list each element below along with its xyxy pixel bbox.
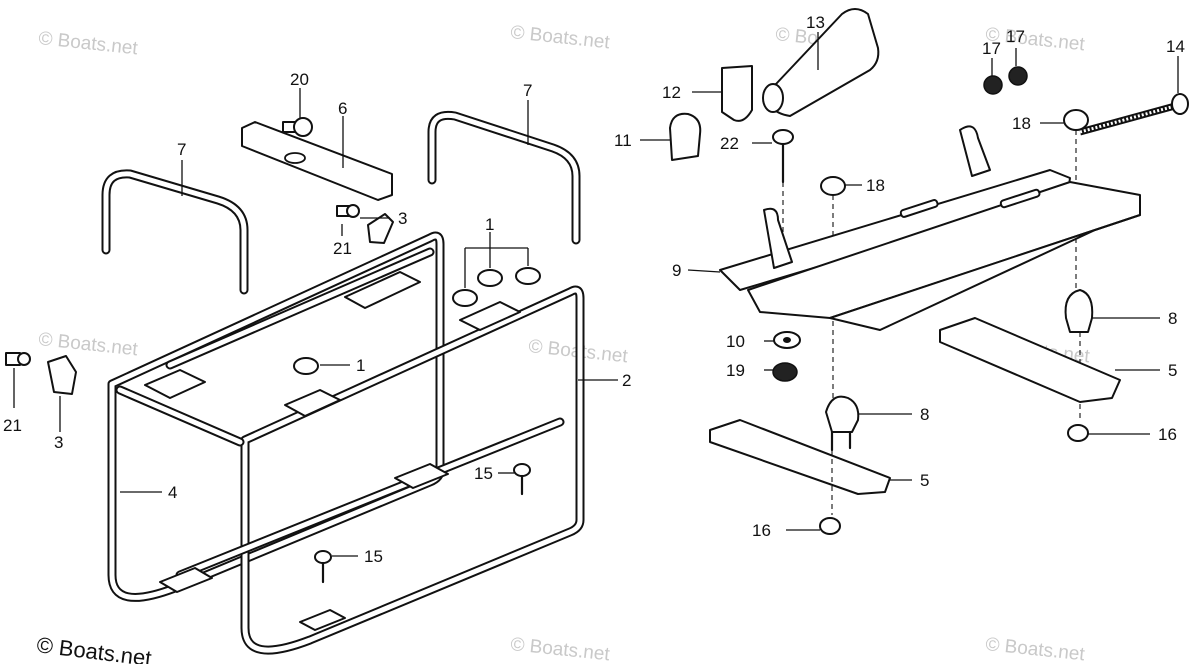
watermark: © Boats.net: [509, 22, 611, 53]
callout-3-left: 3: [54, 433, 63, 452]
callout-8-lower: 8: [920, 405, 929, 424]
callout-14: 14: [1166, 37, 1185, 56]
callout-15-upper: 15: [474, 464, 493, 483]
bolt-20: [282, 117, 313, 137]
watermark-copyright: © Boats.net: [35, 632, 152, 664]
callout-17-left: 17: [982, 39, 1001, 58]
callout-12: 12: [662, 83, 681, 102]
grommets-1: [293, 267, 541, 375]
callout-5-upper: 5: [1168, 361, 1177, 380]
callout-10: 10: [726, 332, 745, 351]
handle-7-left: [101, 169, 249, 295]
callout-18-upper: 18: [1012, 114, 1031, 133]
mount-8-upper: [1064, 289, 1094, 333]
bolt-21-left: [5, 352, 31, 366]
nuts-17: [983, 66, 1028, 95]
frame-crossbars: [115, 247, 565, 631]
callout-21-upper: 21: [333, 239, 352, 258]
callout-13: 13: [806, 13, 825, 32]
bolt-22: [772, 129, 794, 184]
callout-11: 11: [614, 131, 632, 150]
bolt-21-upper: [336, 204, 360, 218]
callout-2: 2: [622, 371, 631, 390]
callout-22: 22: [720, 134, 739, 153]
callout-16-lower: 16: [752, 521, 771, 540]
callout-4: 4: [168, 483, 177, 502]
handle-7-right: [427, 110, 581, 245]
callout-5-lower: 5: [920, 471, 929, 490]
nut-16-right: [1067, 424, 1089, 442]
nut-18-mid: [820, 176, 846, 196]
callout-1-lower: 1: [356, 356, 365, 375]
callout-19: 19: [726, 361, 745, 380]
mount-8-lower: [825, 395, 860, 452]
callout-7-right: 7: [523, 81, 532, 100]
callout-7-left: 7: [177, 140, 186, 159]
nut-16-lower: [819, 517, 841, 535]
callout-9: 9: [672, 261, 681, 280]
callout-labels: 20 6 7 7 3 21 1 1 2 4 15 15 21 3 13 12 1…: [3, 13, 1185, 566]
watermark: © Boats.net: [509, 634, 611, 664]
bolts-15: [314, 463, 531, 584]
callout-17-right: 17: [1006, 27, 1025, 46]
plate-5-lower: [709, 419, 891, 495]
callout-18-mid: 18: [866, 176, 885, 195]
callout-21-left: 21: [3, 416, 22, 435]
nut-18-upper: [1063, 109, 1089, 131]
callout-6: 6: [338, 99, 347, 118]
watermark: © Boats.net: [984, 634, 1086, 664]
clip-3-upper: [367, 213, 394, 244]
plate-5-upper: [939, 317, 1121, 403]
watermark: © Boats.net: [37, 28, 139, 59]
tube-13: [762, 8, 880, 117]
leader-lines: [13, 32, 1179, 557]
bracket-6: [241, 121, 393, 201]
callout-16-right: 16: [1158, 425, 1177, 444]
frame-right-2: [240, 285, 585, 655]
bolt-14: [1079, 93, 1189, 136]
callout-3-upper: 3: [398, 209, 407, 228]
clip-3-left: [47, 355, 77, 395]
callout-8-upper: 8: [1168, 309, 1177, 328]
watermark: © Boats.net: [37, 329, 139, 360]
washer-10: [773, 331, 801, 349]
base-frame-9: [719, 125, 1141, 331]
clamp-12: [721, 65, 753, 122]
callout-20: 20: [290, 70, 309, 89]
callout-15-lower: 15: [364, 547, 383, 566]
nut-19: [772, 362, 798, 382]
callout-1-upper: 1: [485, 215, 494, 234]
clamp-11: [669, 112, 702, 161]
